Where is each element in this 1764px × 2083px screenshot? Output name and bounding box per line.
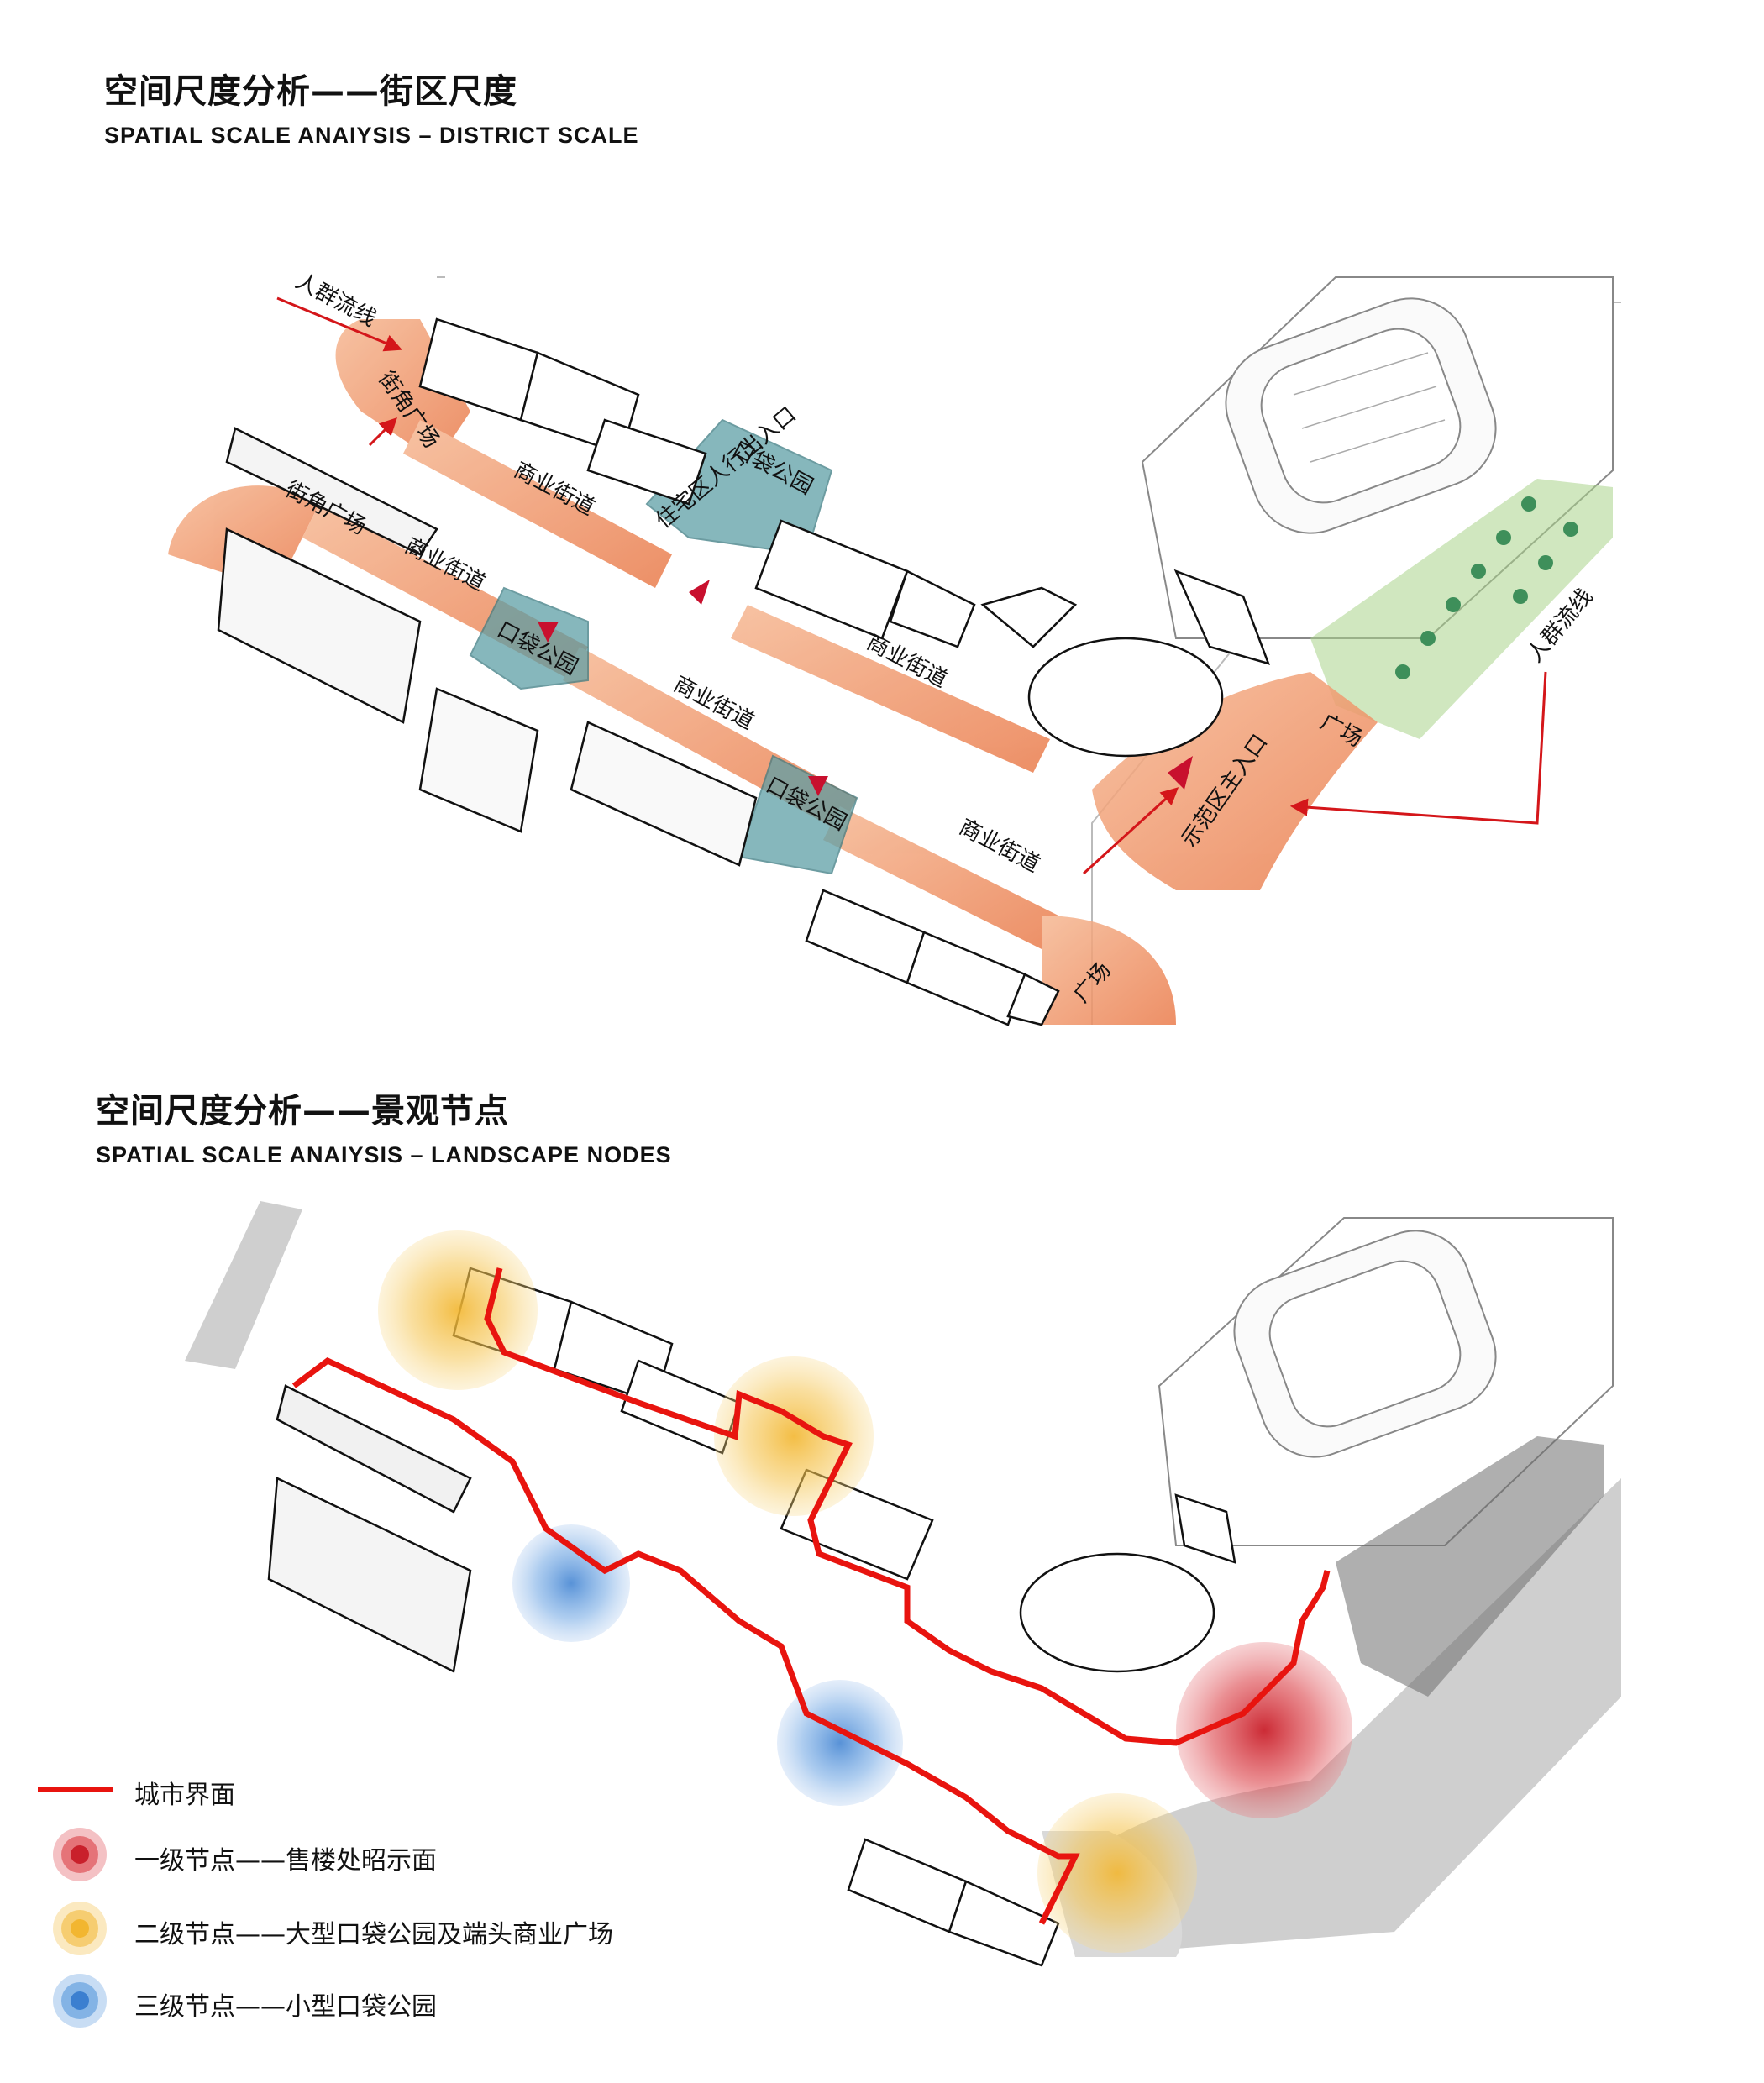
green-zone <box>1310 479 1613 739</box>
section2-title-en: SPATIAL SCALE ANAIYSIS – LANDSCAPE NODES <box>96 1142 672 1167</box>
trees <box>1395 496 1578 679</box>
entrance-markers <box>538 580 1193 796</box>
dark-landscape <box>1336 1436 1604 1697</box>
landscape-nodes-diagram <box>185 1201 1621 1967</box>
legend-node-yellow-icon <box>53 1902 107 1955</box>
legend-node-blue-icon <box>53 1974 107 2028</box>
buildings <box>217 317 1271 1026</box>
legend-symbols <box>38 1787 113 2028</box>
legend-level3: 三级节点——小型口袋公园 <box>134 1992 437 2022</box>
teal-zones <box>469 418 858 875</box>
section2-title-cn: 空间尺度分析——景观节点 <box>96 1092 509 1131</box>
legend-level2: 二级节点——大型口袋公园及端头商业广场 <box>134 1920 613 1949</box>
legend-node-red-icon <box>53 1828 107 1881</box>
crowd-flow-arrows <box>276 296 1547 875</box>
section1-title-en: SPATIAL SCALE ANAIYSIS – DISTRICT SCALE <box>104 123 639 148</box>
legend-level1: 一级节点——售楼处昭示面 <box>134 1846 437 1876</box>
urban-interface-line <box>291 1267 1331 1925</box>
district-scale-diagram: 人群流线 人群流线 街角广场 街角广场 商业街道 商业街道 商业街道 商业街道 … <box>168 269 1621 1026</box>
legend-urban-interface: 城市界面 <box>134 1781 235 1810</box>
section1-title-cn: 空间尺度分析——街区尺度 <box>104 72 517 111</box>
label-commercial-street-5: 商业街道 <box>955 815 1044 878</box>
